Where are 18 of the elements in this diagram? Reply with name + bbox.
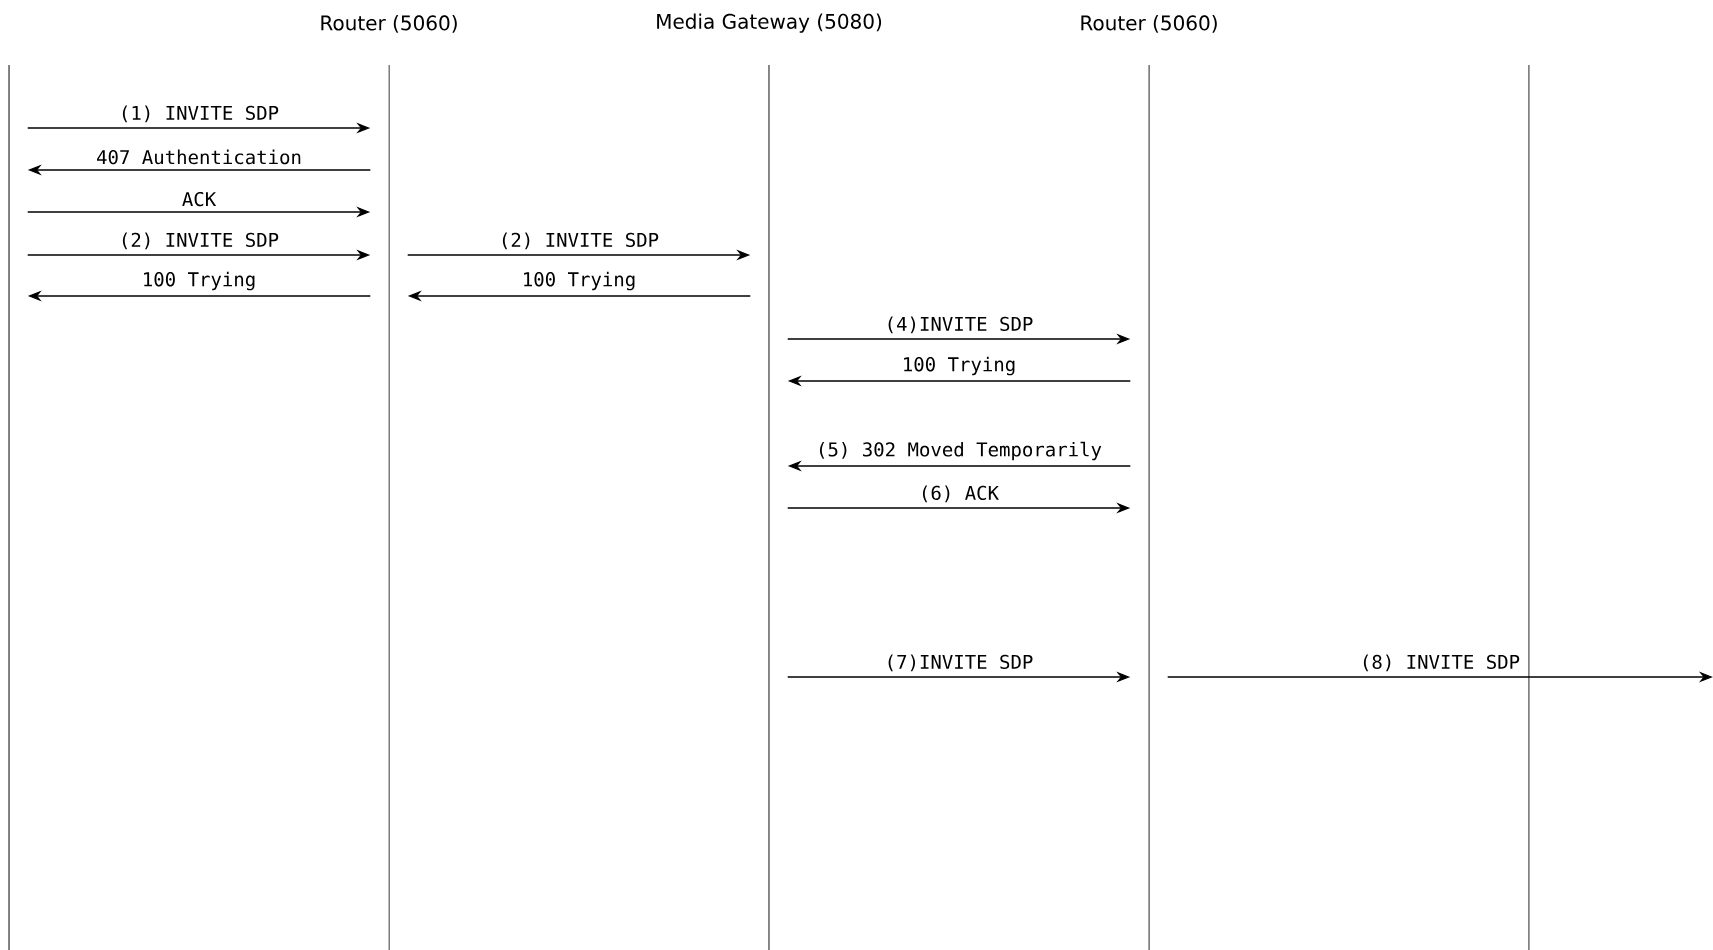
edge-label: ACK [180, 190, 218, 208]
lifeline: Router (5060) [321, 15, 457, 950]
edge-label: (2) INVITE SDP [117, 230, 281, 251]
edge-label: (6) ACK [917, 483, 1001, 504]
edge-label: (1) INVITE SDP [117, 103, 281, 124]
node-label: Media Gateway (5080) [657, 13, 882, 33]
edge-label: (4)INVITE SDP [883, 314, 1035, 335]
edge-label: (2) INVITE SDP [497, 230, 661, 251]
edge-label: 100 Trying [900, 355, 1018, 377]
edge-label: (7)INVITE SDP [883, 652, 1035, 673]
node-label: Router (5060) [321, 15, 457, 33]
edge-label: 100 Trying [520, 270, 638, 292]
edge-label: 100 Trying [140, 270, 258, 292]
edge-label: (5) 302 Moved Temporarily [814, 440, 1104, 462]
edge-label: 407 Authentication [94, 148, 304, 166]
edge-label: (8) INVITE SDP [1358, 652, 1522, 673]
node-label: Router (5060) [1081, 15, 1217, 33]
lifeline [8, 65, 10, 950]
